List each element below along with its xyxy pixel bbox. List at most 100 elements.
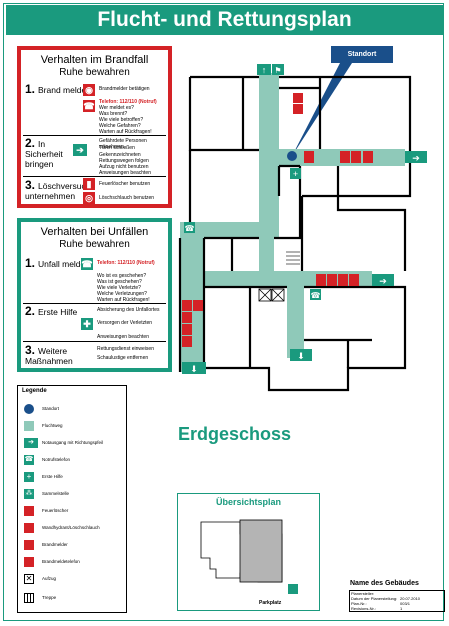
legend-item: Fluchtweg bbox=[24, 421, 124, 431]
building-info: Name des Gebäudes Planersteller: Datum d… bbox=[347, 580, 445, 617]
legend-label: Treppe bbox=[42, 595, 57, 600]
legend-title: Legende bbox=[22, 388, 47, 394]
fire-hose-icon bbox=[24, 523, 34, 533]
step-item: Telefon: 112/110 (Notruf) bbox=[99, 99, 157, 105]
step-item: Warten auf Rückfragen! bbox=[99, 129, 152, 135]
step-item: Absicherung des Unfallortes bbox=[97, 307, 160, 313]
svg-text:☎: ☎ bbox=[185, 224, 195, 233]
legend-item: + Erste Hilfe bbox=[24, 472, 124, 482]
svg-text:➔: ➔ bbox=[412, 153, 420, 163]
overview-map-graphic bbox=[200, 519, 298, 594]
step-item: Wie viele Verletzte? bbox=[97, 285, 141, 291]
step-item: Löschschlauch benutzen bbox=[99, 195, 155, 201]
escape-routes bbox=[180, 73, 405, 372]
step-item: Wie viele betroffen? bbox=[99, 117, 144, 123]
fluchtweg-swatch-icon bbox=[24, 421, 34, 431]
info-key: Datum der Planerstellung: bbox=[351, 596, 398, 601]
svg-text:⬇: ⬇ bbox=[190, 364, 198, 374]
standort-pointer bbox=[292, 63, 352, 156]
info-row: Revisions-Nr.:1 bbox=[350, 606, 444, 611]
stairs-icon bbox=[24, 593, 34, 603]
fire-box-title: Verhalten im Brandfall bbox=[40, 54, 149, 66]
accident-step-3: 3.Weitere Maßnahmen bbox=[25, 343, 81, 366]
step-number: 3. bbox=[25, 343, 36, 357]
fire-alarm-icon: ◉ bbox=[83, 84, 95, 96]
svg-text:⬇: ⬇ bbox=[297, 351, 305, 361]
step-item: Wo ist es geschehen? bbox=[97, 273, 147, 279]
legend-label: Standort bbox=[42, 406, 60, 411]
fire-extinguisher-icon bbox=[24, 506, 34, 516]
legend-item: Wandhydrant/Löschschlauch bbox=[24, 523, 124, 533]
info-key: Plan-Nr.: bbox=[351, 601, 367, 606]
step-item: Was ist geschehen? bbox=[97, 279, 142, 285]
legend-item: ⁂Sammelstelle bbox=[24, 489, 124, 499]
legend-item: ✕Aufzug bbox=[24, 574, 124, 584]
standort-dot-icon bbox=[24, 404, 34, 414]
legend-label: Aufzug bbox=[42, 576, 57, 581]
info-row: Plan-Nr.: 003/1 bbox=[350, 601, 444, 606]
step-item: Welche Gefahren? bbox=[99, 123, 141, 129]
legend-label: Notausgang mit Richtungspfeil bbox=[42, 440, 104, 445]
parking-label: Parkplatz bbox=[259, 600, 282, 606]
step-item: Versorgen der Verletzten bbox=[97, 320, 153, 326]
step-item: Telefon: 112/110 (Notruf) bbox=[97, 260, 155, 266]
legend-label: Brandmeldetelefon bbox=[42, 559, 80, 564]
svg-text:➔: ➔ bbox=[379, 276, 387, 286]
step-item: Anweisungen beachten bbox=[99, 170, 151, 176]
step-item: Anweisungen beachten bbox=[97, 334, 149, 340]
elevator-symbols bbox=[258, 288, 285, 302]
info-row: Datum der Planerstellung:20.07.2010 bbox=[350, 596, 444, 601]
legend-label: Notrufstelefon bbox=[42, 457, 71, 462]
legend-label: Brandmelder bbox=[42, 542, 68, 547]
building-info-table: Planersteller: Datum der Planerstellung:… bbox=[349, 590, 445, 612]
assembly-point-icon bbox=[288, 584, 298, 594]
stairs bbox=[286, 251, 300, 265]
step-number: 2. bbox=[25, 304, 36, 318]
step-item: Warten auf Rückfragen! bbox=[97, 297, 150, 303]
divider bbox=[23, 341, 166, 342]
fire-hose-icon: ◎ bbox=[83, 192, 95, 204]
fire-step-1: 1.Brand melden bbox=[25, 82, 91, 96]
legend-item: ➔ Notausgang mit Richtungspfeil bbox=[24, 438, 124, 448]
step-item: Wer meldet es? bbox=[99, 105, 134, 111]
legend: Legende Standort Fluchtweg ➔ Notausgang m… bbox=[17, 385, 127, 613]
step-item: Rettungsdienst einweisen bbox=[97, 346, 154, 352]
info-value: 1 bbox=[400, 606, 403, 611]
step-item: Gefährdete Personen mitnehmen bbox=[99, 138, 147, 150]
accident-behavior-box: Verhalten bei Unfällen Ruhe bewahren 1.U… bbox=[17, 218, 172, 372]
overview-title: Übersichtsplan bbox=[215, 497, 282, 507]
step-item: Brandmelder betätigen bbox=[99, 86, 150, 92]
info-value: 003/1 bbox=[400, 601, 411, 606]
accident-box-subtitle: Ruhe bewahren bbox=[59, 239, 130, 250]
legend-label: Erste Hilfe bbox=[42, 474, 63, 479]
step-number: 1. bbox=[25, 256, 36, 270]
fire-behavior-box: Verhalten im Brandfall Ruhe bewahren 1.B… bbox=[17, 46, 172, 208]
divider bbox=[23, 303, 166, 304]
step-item: Feuerlöscher benutzen bbox=[99, 181, 151, 187]
first-aid-icon: + bbox=[24, 472, 34, 482]
building-name: Name des Gebäudes bbox=[350, 580, 419, 587]
fire-box-subtitle: Ruhe bewahren bbox=[59, 67, 130, 78]
step-item: Was brennt? bbox=[99, 111, 128, 117]
fire-phone-icon: ☎ bbox=[83, 100, 95, 112]
exit-arrow-icon: ➔ bbox=[73, 144, 87, 156]
info-key: Planersteller: bbox=[351, 591, 375, 596]
step-item: Aufzug nicht benutzen bbox=[99, 164, 149, 170]
legend-item: Brandmeldetelefon bbox=[24, 557, 124, 567]
legend-item: Brandmelder bbox=[24, 540, 124, 550]
fire-step-2: 2.In Sicherheit bringen bbox=[25, 137, 73, 169]
legend-item: Standort bbox=[24, 404, 124, 414]
step-number: 1. bbox=[25, 82, 36, 96]
building-walls bbox=[178, 75, 412, 392]
page-title: Flucht- und Rettungsplan bbox=[6, 5, 443, 35]
exit-signs: ↑ ⚑ ➔ ➔ ⬇ ⬇ + ☎ ☎ bbox=[182, 64, 427, 374]
step-item: Schaulustige entfernen bbox=[97, 355, 149, 361]
floor-label: Erdgeschoss bbox=[178, 424, 292, 444]
step-item: Türen schließen bbox=[99, 145, 135, 151]
step-number: 3. bbox=[25, 178, 36, 192]
accident-step-2: 2.Erste Hilfe bbox=[25, 304, 77, 318]
exit-arrow-icon: ➔ bbox=[24, 438, 38, 448]
legend-label: Feuerlöscher bbox=[42, 508, 69, 513]
step-item: Gekennzeichneten Rettungswegen folgen bbox=[99, 152, 149, 164]
